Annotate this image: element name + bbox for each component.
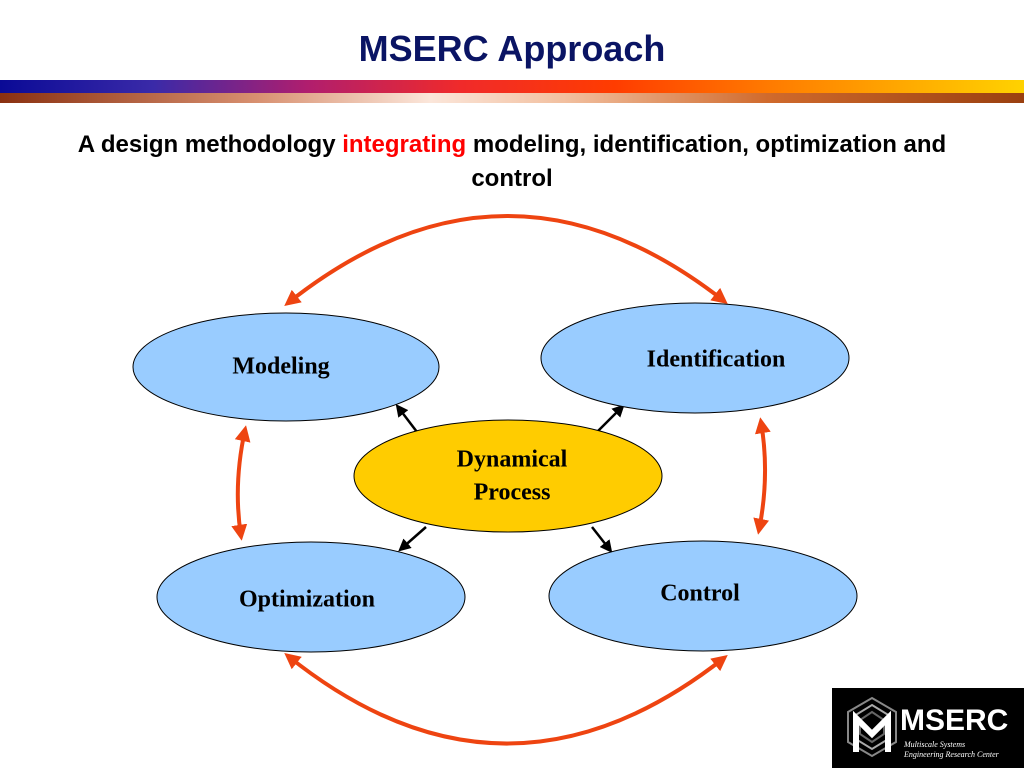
node-label-control: Control <box>660 581 740 607</box>
subtitle-highlight: integrating <box>342 131 467 158</box>
arrow-identification-control <box>753 417 771 535</box>
node-modeling: Modeling <box>132 312 440 422</box>
arrow-process-modeling <box>395 404 418 433</box>
logo-name: MSERC <box>900 704 1009 737</box>
node-control: Control <box>548 540 858 652</box>
title-gradient-band-lower <box>0 93 1024 103</box>
node-label-optimization: Optimization <box>239 587 375 613</box>
subtitle-text-start: A design methodology <box>77 131 336 158</box>
node-label-process: Process <box>474 480 551 506</box>
arrow-process-identification <box>596 404 625 433</box>
arrow-process-optimization <box>398 526 427 552</box>
arrow-process-control <box>591 526 613 553</box>
logo-subtitle: Multiscale Systems Engineering Research … <box>904 740 1022 760</box>
node-dynamical-process: Dynamical Process <box>353 419 663 533</box>
node-label-dynamical: Dynamical <box>457 447 568 473</box>
node-label-modeling: Modeling <box>232 354 329 380</box>
hexagon-logo-icon <box>847 696 897 758</box>
node-optimization: Optimization <box>156 541 466 653</box>
arrow-modeling-identification <box>284 214 728 306</box>
node-label-identification: Identification <box>647 347 786 373</box>
subtitle-text-end: modeling, identification, optimization a… <box>471 131 947 192</box>
arrow-modeling-optimization <box>231 425 251 541</box>
slide-title: MSERC Approach <box>358 28 666 69</box>
title-gradient-band <box>0 80 1024 93</box>
logo-subtitle-line2: Engineering Research Center <box>904 750 999 759</box>
node-identification: Identification <box>540 302 850 414</box>
logo-subtitle-line1: Multiscale Systems <box>904 740 966 749</box>
arrow-optimization-control <box>284 652 728 746</box>
slide-subtitle: A design methodology integrating modelin… <box>60 128 964 196</box>
mserc-logo: MSERC Multiscale Systems Engineering Res… <box>832 688 1024 768</box>
